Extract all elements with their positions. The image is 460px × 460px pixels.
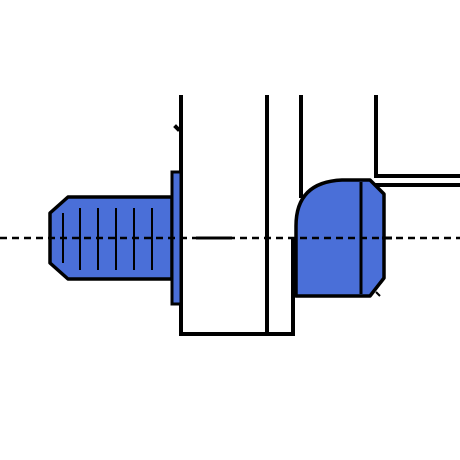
housing-tick [173, 124, 181, 132]
cap-corner-tick [375, 291, 381, 297]
